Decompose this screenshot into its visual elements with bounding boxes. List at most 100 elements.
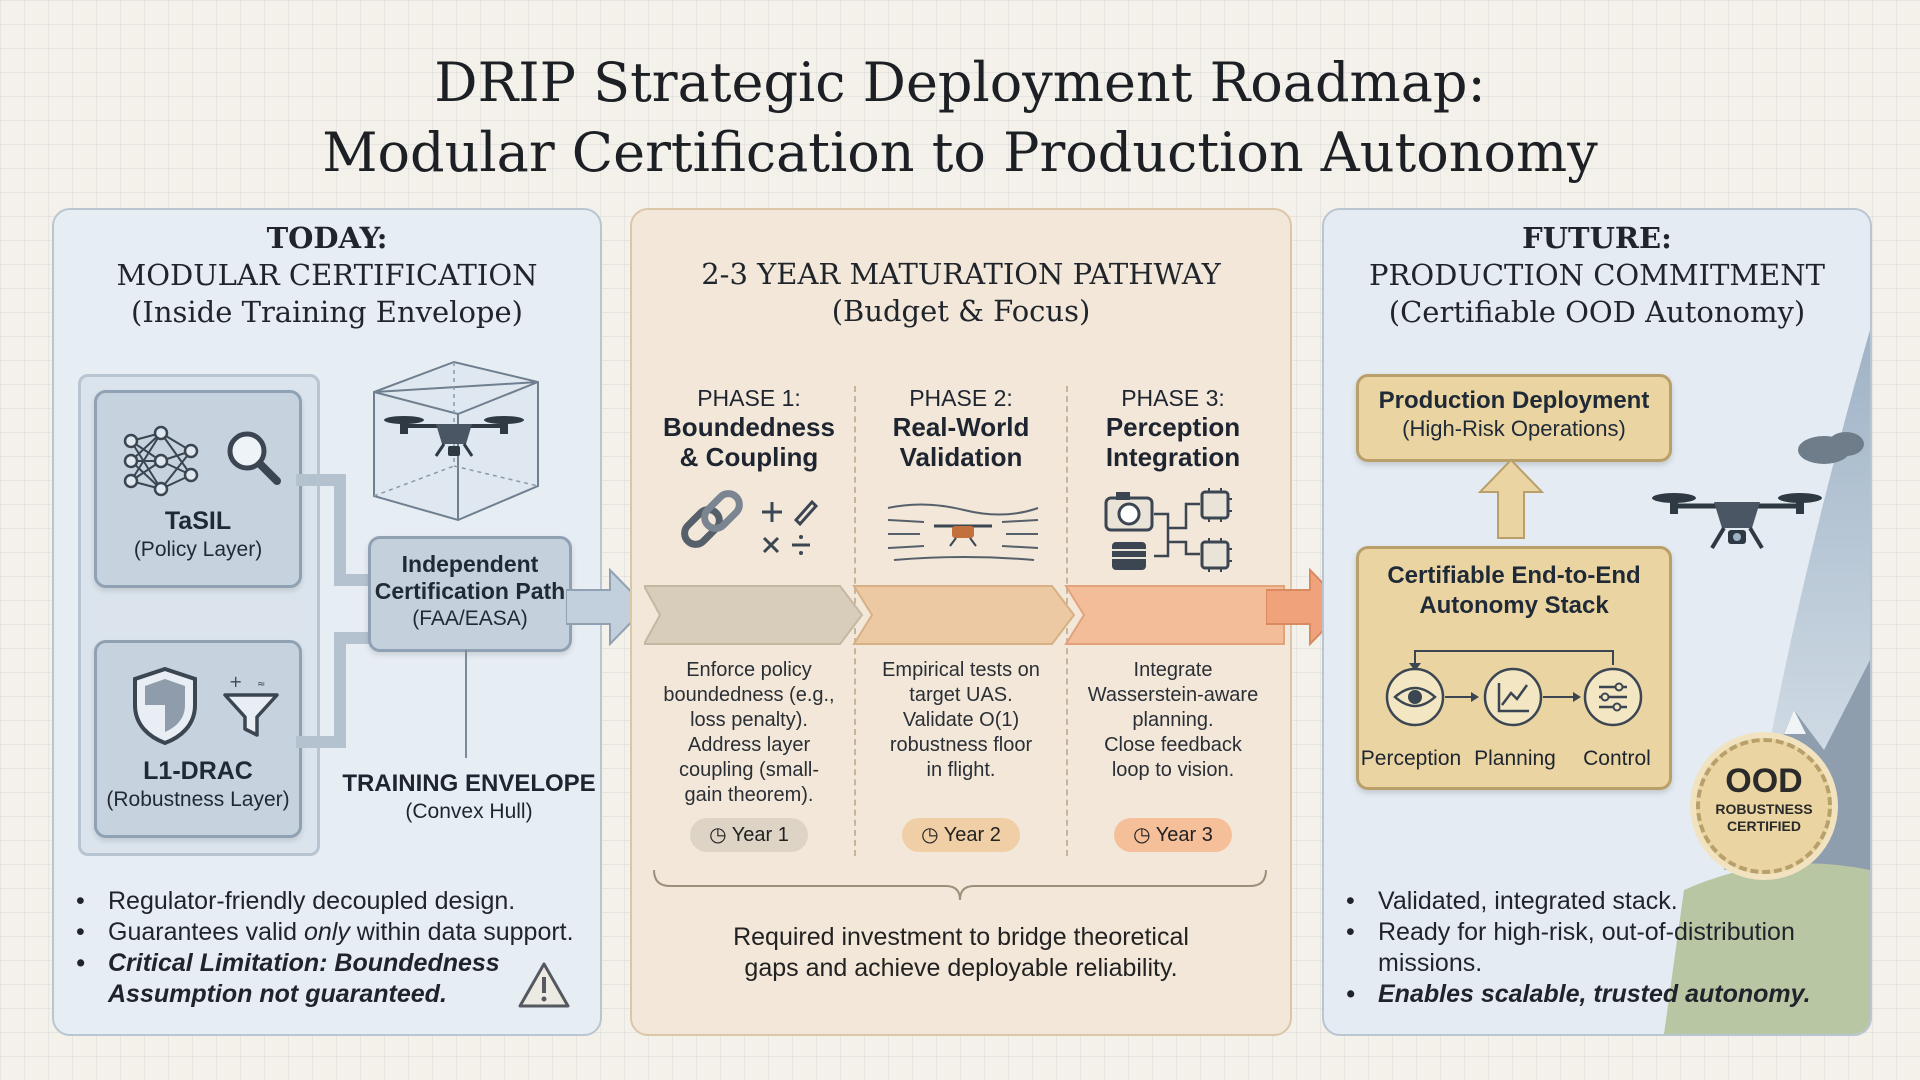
filter-icon: + ≈ <box>223 673 279 737</box>
clock-icon: ◷ <box>1133 824 1151 846</box>
chain-link-icon <box>681 490 819 555</box>
phase-2-year: Year 2 <box>943 824 1001 846</box>
upgrade-arrow <box>1477 458 1545 539</box>
today-bullet-1: Regulator-friendly decoupled design. <box>54 886 594 917</box>
training-envelope-label: TRAINING ENVELOPE (Convex Hull) <box>334 770 604 824</box>
phase-1-desc-line-3: loss penalty). <box>690 709 808 731</box>
today-bullet-3-line2: Assumption not guaranteed. <box>108 980 447 1008</box>
l1drac-box: + ≈ L1-DRAC (Robustness Layer) <box>94 640 302 838</box>
badge-certified: CERTIFIED <box>1727 818 1801 834</box>
today-heading-sub: (Inside Training Envelope) <box>131 295 523 329</box>
phase-1-desc-line-2: boundedness (e.g., <box>663 684 835 706</box>
phase-2-year-badge: ◷ Year 2 <box>902 818 1020 852</box>
magnifier-icon <box>227 431 281 485</box>
phase-1-name-1: Boundedness <box>663 412 835 442</box>
page-title: DRIP Strategic Deployment Roadmap: Modul… <box>0 48 1920 188</box>
phase-2-title: PHASE 2: Real-World Validation <box>856 384 1066 473</box>
clock-icon: ◷ <box>709 824 727 846</box>
training-envelope-cube <box>373 360 539 522</box>
phase-3-label: PHASE 3: <box>1121 385 1225 411</box>
today-heading-title: MODULAR CERTIFICATION <box>116 258 538 292</box>
stack-flow <box>1385 650 1643 727</box>
phase-1-label: PHASE 1: <box>697 385 801 411</box>
today-heading-label: TODAY: <box>266 221 388 255</box>
pathway-panel: 2-3 YEAR MATURATION PATHWAY (Budget & Fo… <box>630 208 1292 1036</box>
phase-1-desc-line-5: coupling (small- <box>678 759 820 781</box>
phase-3-title: PHASE 3: Perception Integration <box>1068 384 1278 473</box>
shield-icon <box>133 666 197 746</box>
indep-sub: (FAA/EASA) <box>412 607 528 630</box>
phase-1-title: PHASE 1: Boundedness & Coupling <box>644 384 854 473</box>
envelope-leader-line <box>465 650 467 758</box>
today-heading: TODAY: MODULAR CERTIFICATION (Inside Tra… <box>54 220 600 331</box>
phase-1-desc-line-1: Enforce policy <box>686 659 812 681</box>
phase-2-desc-line-5: in flight. <box>926 759 996 781</box>
future-bullet-3: Enables scalable, trusted autonomy. <box>1324 979 1864 1010</box>
tasil-box: TaSIL (Policy Layer) <box>94 390 302 588</box>
pathway-footer: Required investment to bridge theoretica… <box>632 922 1290 984</box>
stack-item-planning: Planning <box>1474 747 1556 770</box>
clock-icon: ◷ <box>921 824 939 846</box>
indep-title-1: Independent <box>401 551 539 577</box>
tasil-label: TaSIL (Policy Layer) <box>97 507 299 562</box>
badge-ood: OOD <box>1725 762 1803 800</box>
pathway-footer-line-2: gaps and achieve deployable reliability. <box>744 954 1178 982</box>
phase-1-chevron <box>644 585 864 645</box>
phase-2-label: PHASE 2: <box>909 385 1013 411</box>
svg-text:+: + <box>229 673 242 691</box>
production-deployment-box: Production Deployment (High-Risk Operati… <box>1356 374 1672 462</box>
title-line-2: Modular Certification to Production Auto… <box>322 121 1598 184</box>
today-bullet-2-pre: Guarantees valid <box>108 918 304 946</box>
drone-icon <box>384 416 524 457</box>
future-heading-label: FUTURE: <box>1522 221 1672 255</box>
stack-item-control: Control <box>1583 747 1651 770</box>
phase-3-desc-line-4: Close feedback <box>1104 734 1242 756</box>
future-bullet-2-line1: Ready for high-risk, out-of-distribution <box>1378 918 1795 946</box>
chip-icon <box>1200 490 1230 570</box>
today-bullet-2-em: only <box>303 918 350 946</box>
future-heading-sub: (Certifiable OOD Autonomy) <box>1388 295 1806 329</box>
phase-2-desc-line-3: Validate O(1) <box>902 709 1020 731</box>
l1drac-sub: (Robustness Layer) <box>106 788 290 811</box>
today-bullet-1-text: Regulator-friendly decoupled design. <box>108 887 516 915</box>
stack-item-perception: Perception <box>1360 747 1462 770</box>
autonomy-stack-title: Certifiable End-to-End Autonomy Stack <box>1359 561 1669 621</box>
eye-icon <box>1385 667 1445 727</box>
pathway-footer-line-1: Required investment to bridge theoretica… <box>733 923 1189 951</box>
production-sub: (High-Risk Operations) <box>1402 416 1626 441</box>
phase-2-name-1: Real-World <box>892 412 1030 442</box>
phase-3-year: Year 3 <box>1155 824 1213 846</box>
phase-3-desc-line-2: Wasserstein-aware <box>1087 684 1259 706</box>
phase-1-year: Year 1 <box>731 824 789 846</box>
stack-title-1: Certifiable End-to-End <box>1387 562 1641 589</box>
arrow-to-pathway <box>566 568 648 646</box>
production-deployment-label: Production Deployment (High-Risk Operati… <box>1359 387 1669 443</box>
autonomy-stack-box: Certifiable End-to-End Autonomy Stack <box>1356 546 1672 790</box>
sliders-icon <box>1583 667 1643 727</box>
drone-wind-icon <box>887 503 1039 561</box>
phase-1-desc-line-4: Address layer <box>687 734 811 756</box>
phase-2-desc-line-1: Empirical tests on <box>882 659 1040 681</box>
today-panel: TODAY: MODULAR CERTIFICATION (Inside Tra… <box>52 208 602 1036</box>
phase-3-desc-line-5: loop to vision. <box>1111 759 1235 781</box>
future-bullet-1-text: Validated, integrated stack. <box>1378 887 1678 915</box>
tasil-title: TaSIL <box>164 507 232 535</box>
tasil-sub: (Policy Layer) <box>133 538 263 561</box>
today-bullet-2: Guarantees valid only within data suppor… <box>54 917 594 948</box>
envelope-sub: (Convex Hull) <box>405 800 533 823</box>
phase-chevrons <box>644 585 1285 645</box>
camera-icon <box>1104 488 1232 572</box>
svg-text:≈: ≈ <box>257 679 265 690</box>
phase-1-year-badge: ◷ Year 1 <box>690 818 808 852</box>
independent-certification-box: Independent Certification Path (FAA/EASA… <box>368 536 572 652</box>
today-bullet-3-line1: Critical Limitation: Boundedness <box>108 949 500 977</box>
future-drone-icon <box>1652 493 1822 550</box>
title-line-1: DRIP Strategic Deployment Roadmap: <box>434 51 1486 114</box>
phase-1-desc-line-6: gain theorem). <box>684 784 814 806</box>
phase-3-year-badge: ◷ Year 3 <box>1114 818 1232 852</box>
phase-3-chevron <box>1064 585 1285 645</box>
today-bullets: Regulator-friendly decoupled design. Gua… <box>54 886 594 1010</box>
pathway-heading-sub: (Budget & Focus) <box>831 294 1091 328</box>
badge-robustness: ROBUSTNESS <box>1715 801 1813 817</box>
pathway-heading: 2-3 YEAR MATURATION PATHWAY (Budget & Fo… <box>632 256 1290 330</box>
